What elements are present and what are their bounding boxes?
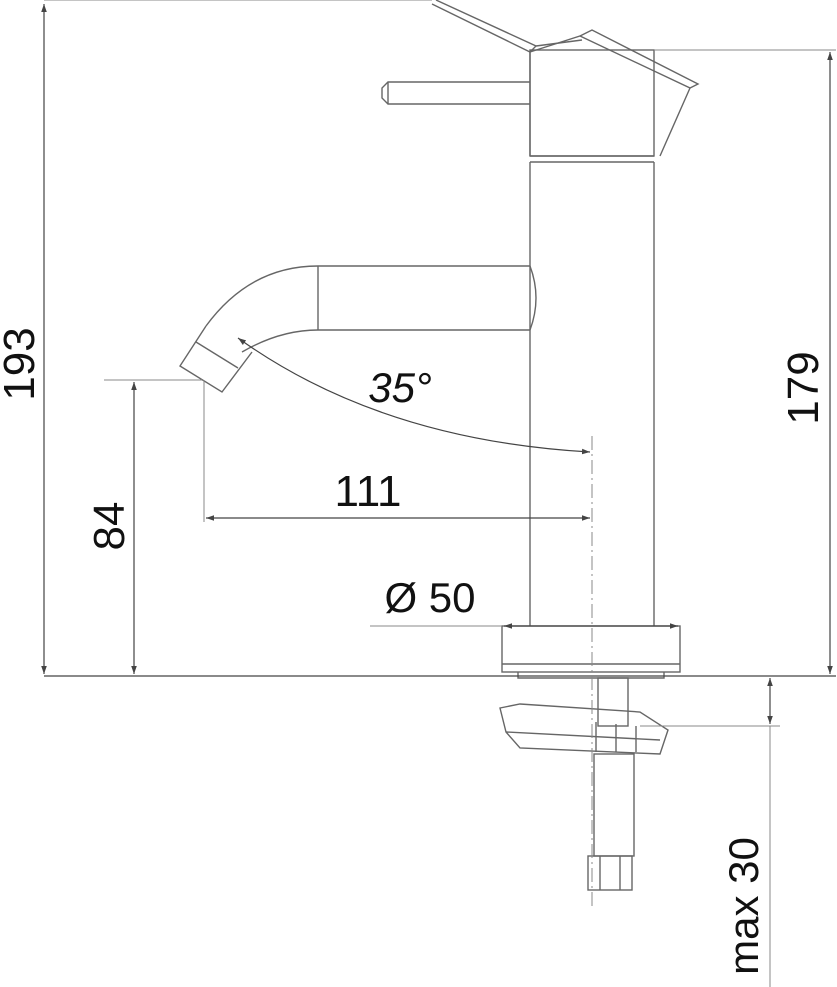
base-diameter-label: Ø 50: [384, 574, 475, 621]
dimension-labels: 193 179 84 111 35° Ø 50 max 30: [0, 327, 828, 975]
total-height-label: 193: [0, 327, 44, 400]
mounting-hardware: [499, 677, 669, 891]
faucet-outline: [44, 0, 836, 910]
spout-reach-label: 111: [335, 467, 402, 516]
spout-height-label: 84: [85, 502, 134, 551]
faucet-base: [501, 625, 681, 679]
max-thickness-label: max 30: [720, 837, 767, 975]
spout: [179, 265, 537, 393]
dimension-lines: [41, 0, 836, 987]
lever-handle: [431, 0, 700, 157]
body-height-label: 179: [779, 351, 828, 424]
spout-angle-label: 35°: [368, 364, 432, 411]
spout-angle-arc: [237, 337, 591, 455]
side-pin: [381, 81, 530, 105]
faucet-head: [529, 49, 655, 163]
